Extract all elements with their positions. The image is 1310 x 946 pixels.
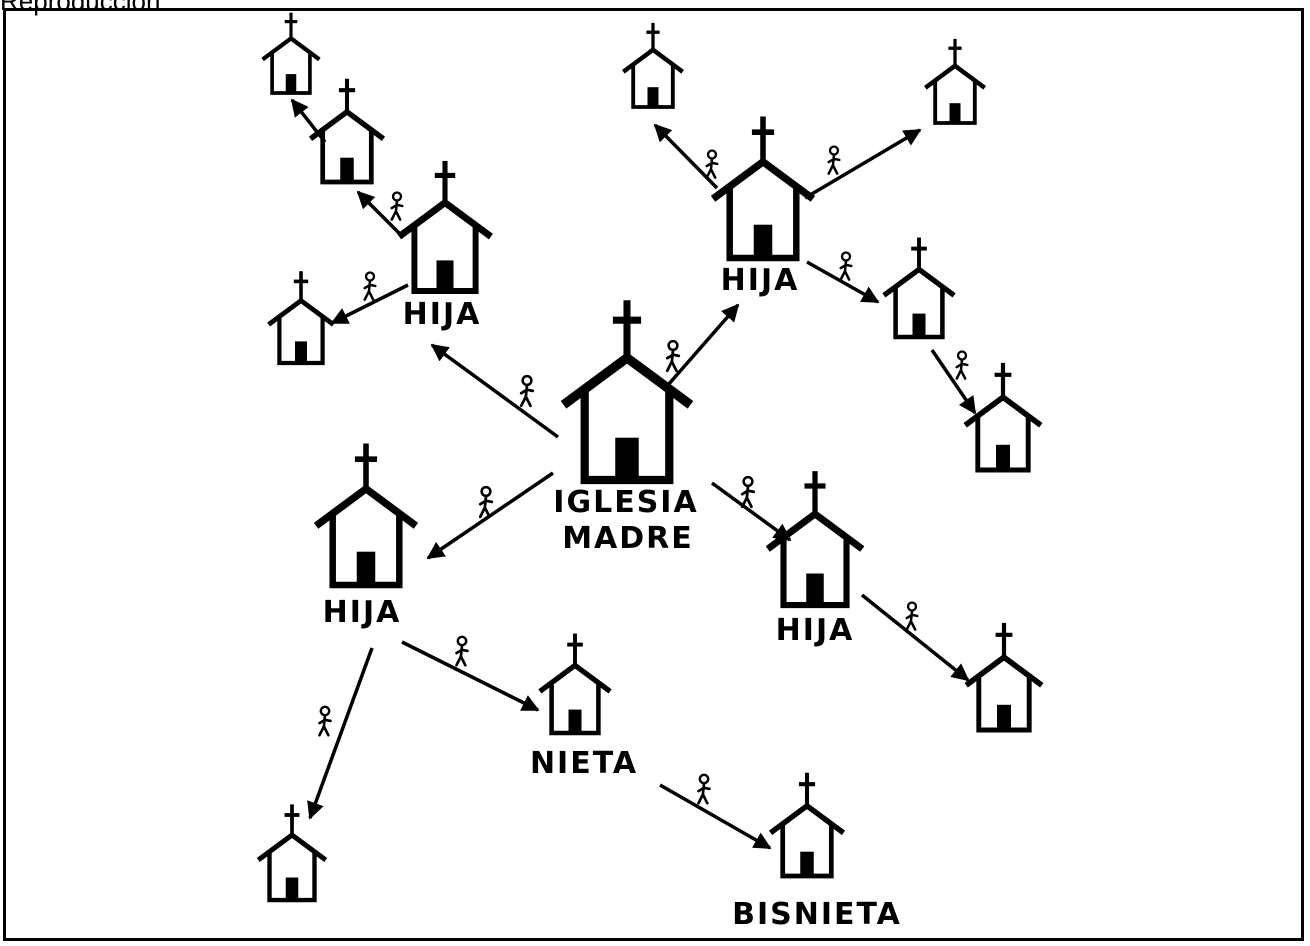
church-icon-nw-top — [263, 14, 320, 93]
arrow-ne-hija-to-right — [806, 260, 880, 304]
arrow-se-hija-to-church — [860, 593, 970, 682]
church-icon-bisnieta — [771, 775, 844, 876]
walker-icon — [390, 191, 404, 221]
church-icon-ne-bottom — [965, 365, 1041, 470]
arrow-mother-to-hija-sw — [426, 471, 554, 560]
walker-icon — [519, 374, 535, 408]
diagram-frame — [3, 8, 1304, 941]
walker-icon — [455, 635, 469, 667]
walker-icon — [905, 601, 919, 631]
arrow-nw-church-to-top — [290, 98, 327, 144]
arrow-sw-hija-to-nieta — [401, 640, 540, 712]
walker-icon — [665, 339, 681, 373]
label-hija-se: HIJA — [776, 613, 855, 648]
label-hija-nw: HIJA — [403, 297, 482, 332]
label-hija-sw: HIJA — [323, 595, 402, 630]
church-icon-nieta — [540, 636, 610, 734]
church-icon-nw-left — [269, 273, 334, 363]
church-icon-se-right — [966, 625, 1042, 730]
walker-icon — [955, 350, 969, 380]
walker-icon — [827, 145, 841, 175]
walker-icon — [697, 773, 711, 805]
label-bisnieta: BISNIETA — [732, 897, 902, 932]
church-icon-ne-topright — [925, 41, 984, 124]
arrow-nw-hija-to-left — [330, 283, 409, 325]
walker-icon — [478, 485, 494, 519]
arrow-mother-to-hija-ne — [666, 303, 740, 387]
arrow-mother-to-hija-se — [710, 481, 792, 542]
label-iglesia: IGLESIA — [553, 485, 698, 520]
walker-icon — [318, 705, 332, 737]
label-nieta: NIETA — [530, 746, 638, 781]
arrow-right-church-to-bottom — [930, 349, 977, 415]
label-madre: MADRE — [562, 521, 694, 556]
church-icon-hija-sw — [316, 446, 416, 585]
churches — [258, 14, 1042, 900]
arrow-mother-to-hija-nw — [430, 343, 560, 439]
church-icon-sw-bottom — [258, 806, 326, 900]
walker-icon — [839, 251, 853, 281]
church-icon-hija-ne — [713, 119, 813, 258]
arrow-nw-hija-to-church — [356, 190, 405, 239]
church-icon-hija-nw — [399, 164, 491, 292]
labels: IGLESIA MADRE HIJA HIJA HIJA HIJA NIETA … — [323, 263, 902, 932]
arrow-nieta-to-bisnieta — [659, 783, 772, 850]
walker-icon — [740, 475, 756, 509]
walker-icon — [705, 149, 719, 179]
church-icon-mother — [564, 304, 691, 480]
church-icon-nw-mid — [311, 81, 384, 182]
arrow-ne-hija-to-topright — [804, 128, 922, 200]
church-icon-hija-se — [768, 474, 863, 605]
church-icon-ne-right — [884, 240, 954, 338]
arrow-sw-hija-to-bottom — [307, 647, 374, 820]
label-hija-ne: HIJA — [721, 263, 800, 298]
walker-icon — [363, 271, 377, 301]
church-icon-ne-topleft — [623, 24, 682, 107]
